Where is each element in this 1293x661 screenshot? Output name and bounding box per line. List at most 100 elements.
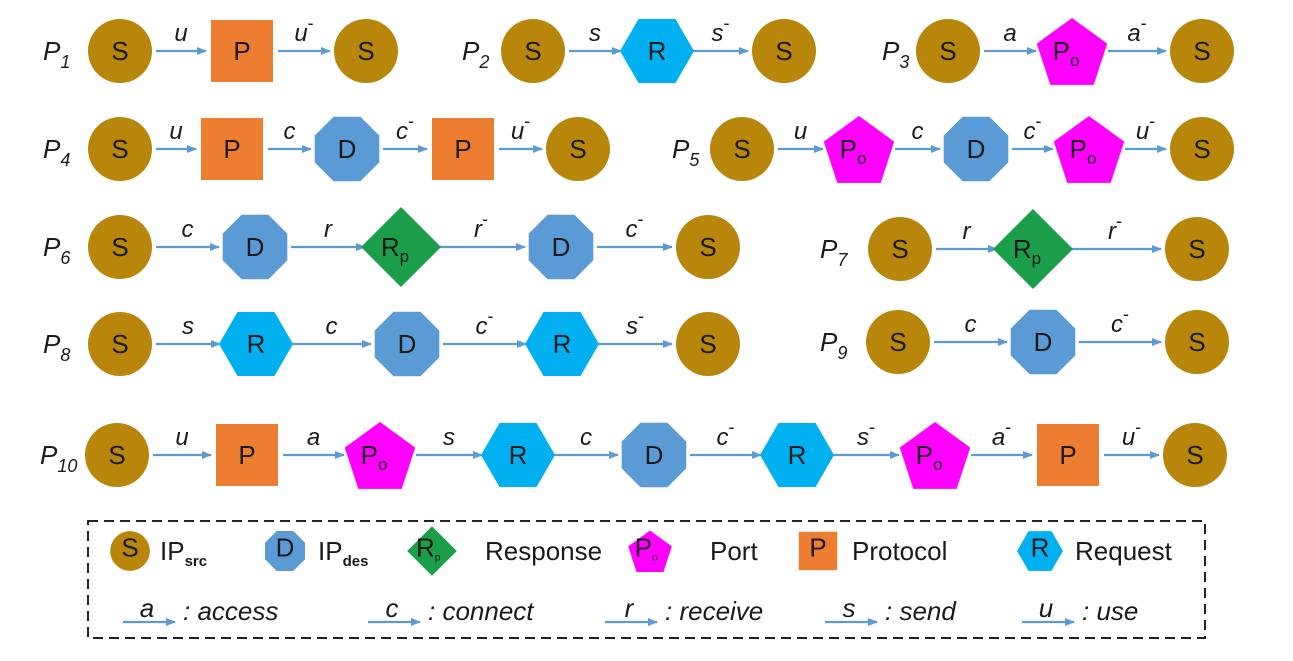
node-S: S — [1165, 217, 1229, 281]
path-label-8: P8 — [43, 329, 70, 365]
legend-label: IPdes — [318, 536, 368, 570]
node-S: S — [546, 117, 610, 181]
node-D: D — [528, 214, 594, 280]
node-Po-shape — [1036, 18, 1108, 85]
node-S-label: S — [1193, 134, 1210, 164]
node-R-shape — [525, 312, 599, 376]
node-Po-label: Po — [361, 440, 388, 474]
path-label-6: P6 — [43, 232, 71, 268]
edge-label: c- — [476, 306, 494, 340]
node-D-shape — [943, 116, 1009, 182]
edge-label: a — [1003, 20, 1016, 47]
legend-symbol-S-label: S — [121, 533, 138, 563]
node-S-label: S — [569, 134, 586, 164]
node-S: S — [334, 19, 398, 83]
node-P-shape — [211, 20, 273, 82]
node-S-label: S — [939, 36, 956, 66]
node-S-label: S — [889, 327, 906, 357]
edge-label: r- — [474, 209, 488, 243]
path-label-10: P10 — [40, 440, 77, 476]
node-D-shape — [621, 422, 687, 488]
legend-label: IPsrc — [160, 536, 207, 570]
edge-label: u — [794, 118, 807, 145]
legend-edge-c: c: connect — [368, 593, 535, 626]
node-R-shape — [481, 423, 555, 487]
node-S-shape — [334, 19, 398, 83]
node-S-label: S — [111, 329, 128, 359]
node-D-shape — [528, 214, 594, 280]
node-Rp-shape — [361, 207, 441, 287]
node-S: S — [1170, 19, 1234, 83]
node-S-shape — [916, 19, 980, 83]
legend-edge-r: r: receive — [605, 593, 763, 626]
path-label-5: P5 — [672, 134, 700, 170]
edge-label: c — [912, 118, 924, 145]
node-P-label: P — [1059, 440, 1076, 470]
node-P: P — [1037, 424, 1099, 486]
node-P: P — [216, 424, 278, 486]
node-S-shape — [866, 310, 930, 374]
node-P-shape — [216, 424, 278, 486]
node-S: S — [1163, 423, 1227, 487]
node-Rp: Rp — [361, 207, 441, 287]
node-S-shape — [88, 215, 152, 279]
node-S-shape — [88, 312, 152, 376]
node-S: S — [676, 215, 740, 279]
node-P-label: P — [454, 134, 471, 164]
node-D-label: D — [246, 232, 265, 262]
edge-label: u- — [511, 111, 530, 145]
node-R-label: R — [648, 36, 667, 66]
legend-symbol-P-shape — [798, 531, 838, 571]
edge-label: c- — [717, 417, 735, 451]
node-S-shape — [1165, 310, 1229, 374]
node-P-shape — [201, 118, 263, 180]
node-S-label: S — [1188, 327, 1205, 357]
legend-edge-meaning: : use — [1082, 596, 1138, 626]
node-P-label: P — [233, 36, 250, 66]
node-Rp-shape — [993, 209, 1073, 289]
node-S-shape — [710, 117, 774, 181]
legend-label: Request — [1075, 536, 1173, 566]
node-P-label: P — [223, 134, 240, 164]
node-Po: Po — [823, 116, 895, 183]
legend-label: Protocol — [852, 536, 947, 566]
legend-edge-symbol: c — [386, 593, 399, 623]
node-P: P — [211, 20, 273, 82]
edge-label: u- — [1122, 417, 1141, 451]
node-S-label: S — [111, 232, 128, 262]
node-D-shape — [1010, 309, 1076, 375]
node-S-label: S — [699, 329, 716, 359]
legend-edge-symbol: a — [140, 593, 154, 623]
node-Po-shape — [899, 422, 971, 489]
edge-label: u — [175, 424, 188, 451]
node-R: R — [620, 19, 694, 83]
node-Po: Po — [1036, 18, 1108, 85]
node-D-label: D — [645, 440, 664, 470]
node-S: S — [88, 312, 152, 376]
edge-label: c- — [626, 209, 644, 243]
node-Rp: Rp — [993, 209, 1073, 289]
node-D-label: D — [398, 329, 417, 359]
node-S: S — [676, 312, 740, 376]
path-label-3: P3 — [882, 36, 909, 72]
node-S: S — [868, 217, 932, 281]
legend-edge-symbol: s — [843, 593, 856, 623]
node-S-label: S — [1188, 234, 1205, 264]
legend-symbol-Po-label: Po — [635, 533, 658, 564]
node-S-shape — [1170, 117, 1234, 181]
node-S-shape — [546, 117, 610, 181]
edge-label: u- — [1136, 111, 1155, 145]
edge-label: s — [182, 313, 194, 340]
edge-label: s — [589, 20, 601, 47]
path-label-2: P2 — [462, 36, 489, 72]
node-S-label: S — [699, 232, 716, 262]
node-S: S — [88, 215, 152, 279]
node-S: S — [88, 19, 152, 83]
